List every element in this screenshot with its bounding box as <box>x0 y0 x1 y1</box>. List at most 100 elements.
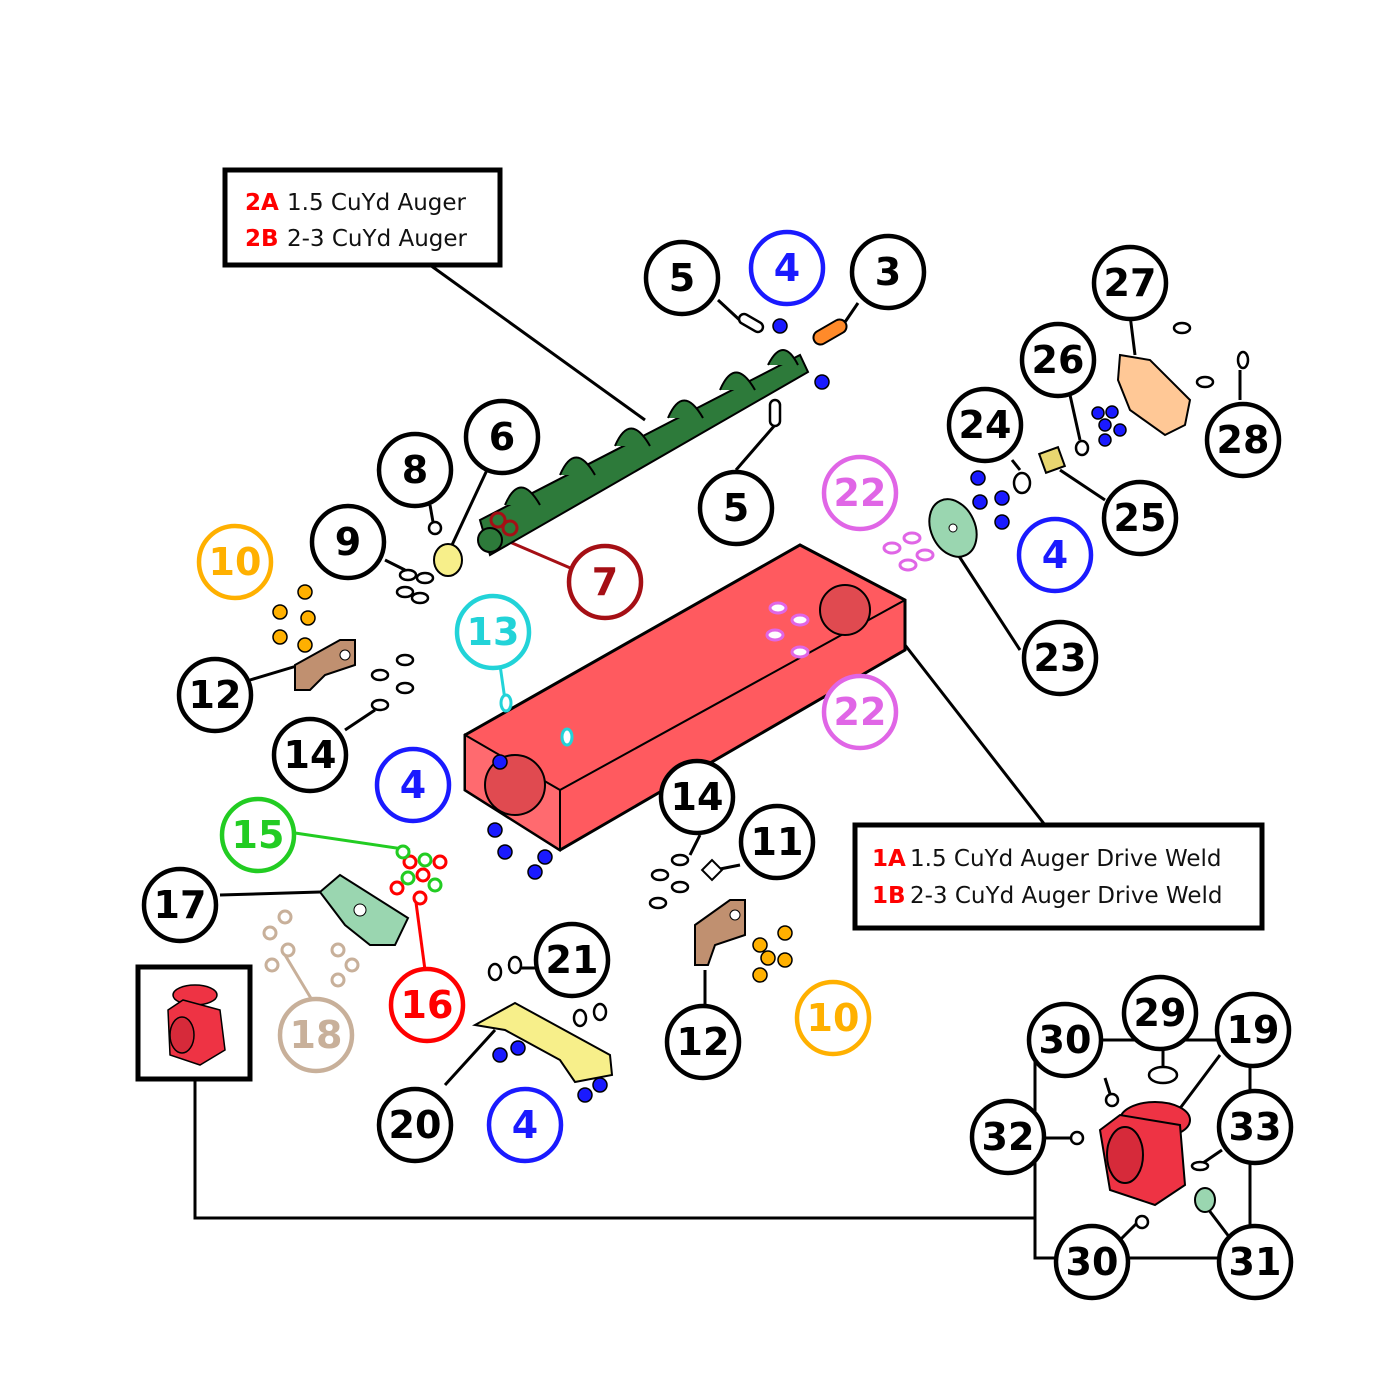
callout-c10-right: 10 <box>794 979 872 1057</box>
callout-number: 14 <box>284 733 337 777</box>
bracket-right <box>694 899 746 966</box>
callout-c21: 21 <box>533 921 611 999</box>
callout-circle <box>658 758 736 836</box>
legend-auger-code-2: 2B <box>245 226 279 252</box>
callout-c12-right: 12 <box>664 1003 742 1081</box>
callout-circle <box>821 673 899 751</box>
hardware-blue <box>487 318 1127 1103</box>
callout-number: 28 <box>1217 418 1270 462</box>
callout-c17: 17 <box>141 866 219 944</box>
callout-circle <box>566 543 644 621</box>
cover-plate-peach <box>1116 353 1192 437</box>
legend-drive-text-1: 1.5 CuYd Auger Drive Weld <box>910 846 1221 872</box>
callout-number: 33 <box>1229 1105 1282 1149</box>
callout-c5-top: 5 <box>643 239 721 317</box>
callout-number: 22 <box>834 690 887 734</box>
callout-number: 19 <box>1227 1008 1280 1052</box>
gearbox-thumbnail <box>135 964 253 1082</box>
callout-c3: 3 <box>849 233 927 311</box>
callout-number: 4 <box>1042 533 1068 577</box>
callout-number: 24 <box>959 403 1012 447</box>
callout-c22-top: 22 <box>821 454 899 532</box>
callout-c30-bottom: 30 <box>1053 1223 1131 1301</box>
callout-c4-mid: 4 <box>374 746 452 824</box>
callout-circle <box>1091 244 1169 322</box>
callout-c26: 26 <box>1019 321 1097 399</box>
callout-number: 15 <box>232 813 285 857</box>
callout-circle <box>748 229 826 307</box>
callout-number: 12 <box>189 673 242 717</box>
callout-c31: 31 <box>1216 1223 1294 1301</box>
callout-circle <box>463 398 541 476</box>
bracket-left <box>294 639 356 691</box>
callout-circle <box>388 966 466 1044</box>
callout-circle <box>533 921 611 999</box>
callout-circle <box>738 803 816 881</box>
callout-number: 14 <box>671 775 724 819</box>
callout-c16: 16 <box>388 966 466 1044</box>
callout-circle <box>1216 1223 1294 1301</box>
callout-circle <box>219 796 297 874</box>
callout-circle <box>176 656 254 734</box>
legend-auger-text-2: 2-3 CuYd Auger <box>287 226 468 252</box>
support-bar-yellow <box>471 1001 614 1084</box>
callout-number: 22 <box>834 471 887 515</box>
legend-drive-weld: 1A 1.5 CuYd Auger Drive Weld 1B 2-3 CuYd… <box>852 822 1265 931</box>
callout-circle <box>821 454 899 532</box>
callout-circle <box>1216 1088 1294 1166</box>
callout-c29: 29 <box>1121 974 1199 1052</box>
callout-number: 8 <box>402 448 428 492</box>
callout-number: 4 <box>400 763 426 807</box>
callout-circle <box>849 233 927 311</box>
callout-circle <box>1019 321 1097 399</box>
callout-number: 18 <box>290 1013 343 1057</box>
callout-number: 5 <box>669 256 695 300</box>
callout-number: 30 <box>1039 1018 1092 1062</box>
callout-c4-right: 4 <box>1016 516 1094 594</box>
callout-c6: 6 <box>463 398 541 476</box>
callout-circle <box>969 1098 1047 1176</box>
callout-circle <box>141 866 219 944</box>
callout-c20: 20 <box>376 1086 454 1164</box>
callout-c18: 18 <box>277 996 355 1074</box>
legend-drive-code-2: 1B <box>872 883 906 909</box>
callout-c8: 8 <box>376 431 454 509</box>
legend-drive-text-2: 2-3 CuYd Auger Drive Weld <box>910 883 1222 909</box>
callout-circle <box>376 1086 454 1164</box>
callout-number: 10 <box>807 996 860 1040</box>
callout-circle <box>1026 1001 1104 1079</box>
hardware-red <box>389 854 448 906</box>
callout-c27: 27 <box>1091 244 1169 322</box>
callout-circle <box>374 746 452 824</box>
callout-c10-left: 10 <box>196 523 274 601</box>
callout-number: 27 <box>1104 261 1157 305</box>
callout-c28: 28 <box>1204 401 1282 479</box>
callout-number: 6 <box>489 415 515 459</box>
hardware-cyan <box>499 693 574 747</box>
callout-circle <box>1021 619 1099 697</box>
callout-c11: 11 <box>738 803 816 881</box>
callout-circle <box>664 1003 742 1081</box>
callout-number: 29 <box>1134 991 1187 1035</box>
callout-number: 23 <box>1034 636 1087 680</box>
callout-c4-top: 4 <box>748 229 826 307</box>
callout-c7: 7 <box>566 543 644 621</box>
callout-c33: 33 <box>1216 1088 1294 1166</box>
callout-number: 4 <box>512 1103 538 1147</box>
hardware-green <box>395 844 443 893</box>
callout-number: 26 <box>1032 338 1085 382</box>
callout-c4-bottom: 4 <box>486 1086 564 1164</box>
bearing-plate <box>928 498 978 558</box>
callout-c14-left: 14 <box>271 716 349 794</box>
hardware-magenta <box>765 531 935 659</box>
hardware-tan <box>262 909 360 988</box>
callout-c32: 32 <box>969 1098 1047 1176</box>
callout-circle <box>794 979 872 1057</box>
callout-number: 16 <box>401 983 454 1027</box>
spacer-parts <box>433 318 1216 1213</box>
callout-c15: 15 <box>219 796 297 874</box>
callout-number: 11 <box>751 820 804 864</box>
callout-circle <box>1204 401 1282 479</box>
